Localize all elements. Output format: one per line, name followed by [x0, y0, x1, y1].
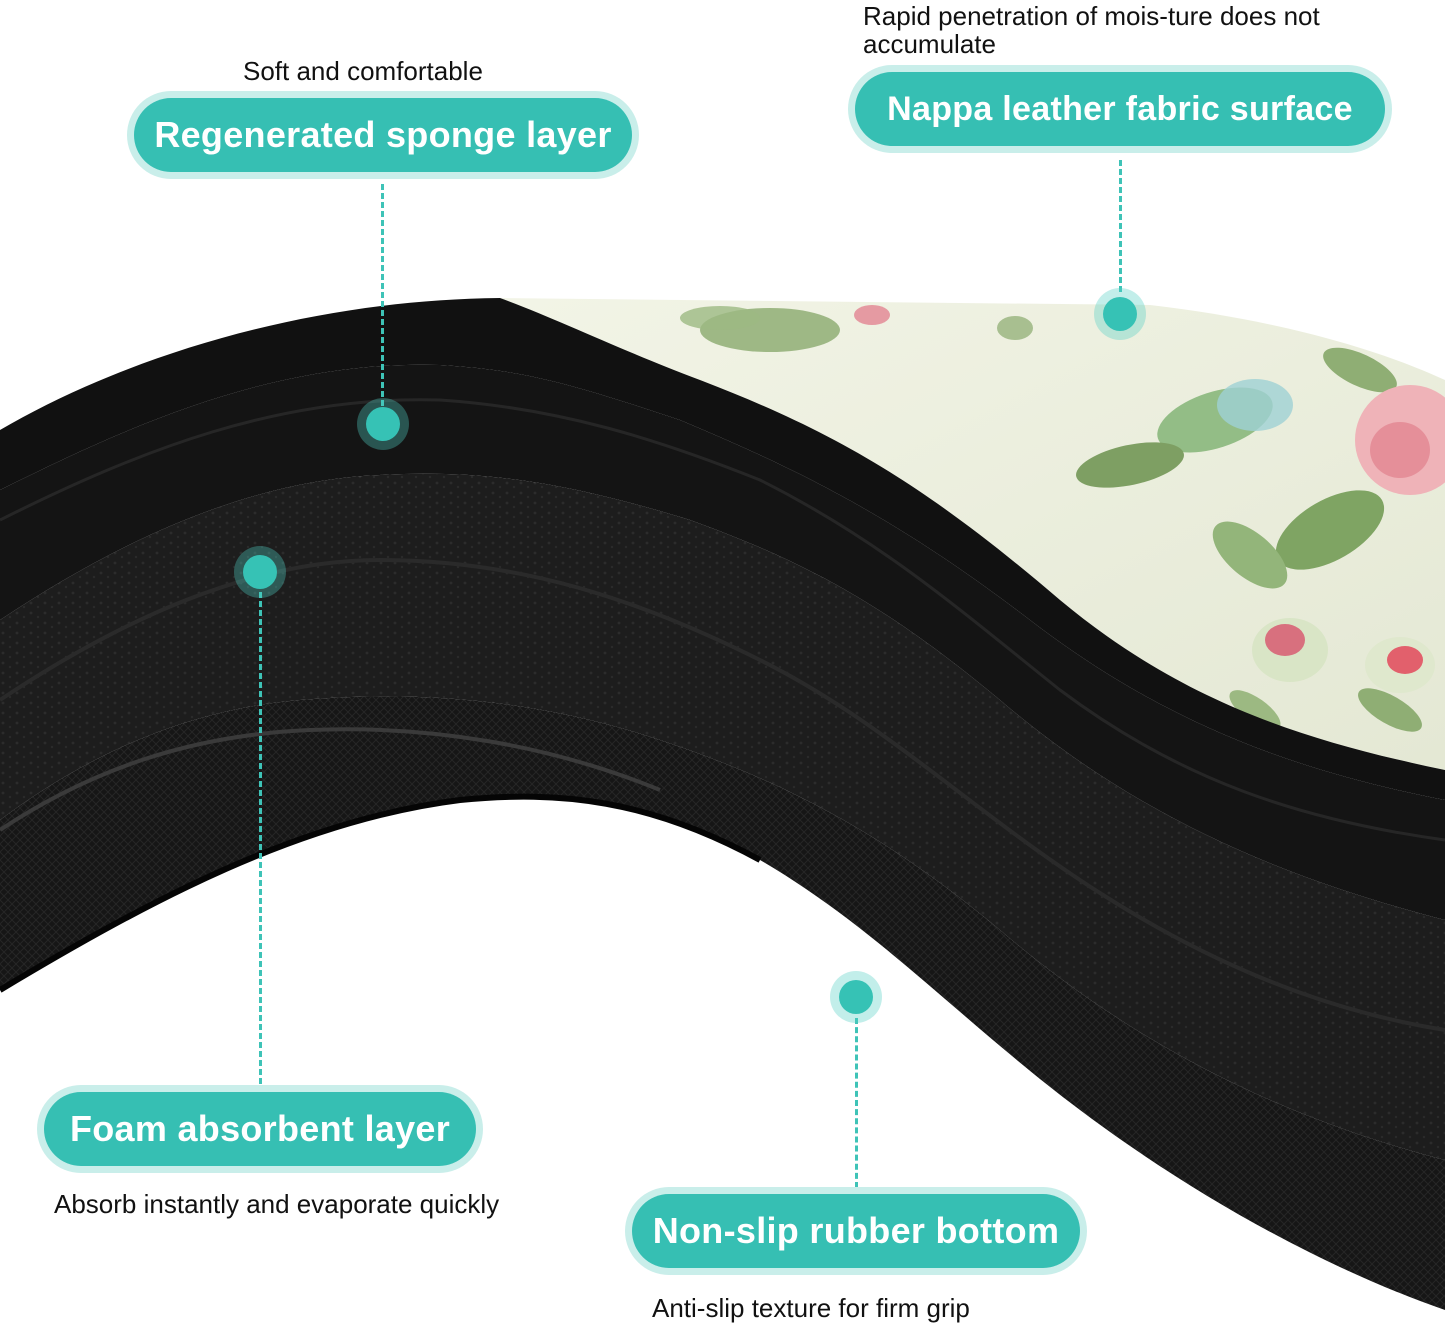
nappa-caption: Rapid penetration of mois-ture does not …: [863, 1, 1320, 59]
foam-label-badge: Foam absorbent layer: [44, 1092, 476, 1166]
foam-caption: Absorb instantly and evaporate quickly: [54, 1189, 500, 1219]
rubber-caption: Anti-slip texture for firm grip: [652, 1293, 970, 1323]
foam-leader-line: [259, 592, 262, 1084]
sponge-leader-line: [381, 184, 384, 406]
foam-layer: [0, 473, 1445, 1160]
sponge-caption: Soft and comfortable: [243, 56, 483, 86]
nappa-leader-line: [1119, 160, 1122, 292]
rubber-leader-line: [855, 1018, 858, 1188]
rubber-marker-dot: [839, 980, 873, 1014]
nappa-marker-dot: [1103, 297, 1137, 331]
sponge-marker-dot: [366, 407, 400, 441]
foam-marker-dot: [243, 555, 277, 589]
rubber-label-badge: Non-slip rubber bottom: [632, 1194, 1080, 1268]
nappa-label-badge: Nappa leather fabric surface: [855, 72, 1385, 146]
sponge-layer: [0, 364, 1445, 920]
sponge-label-badge: Regenerated sponge layer: [134, 98, 632, 172]
floral-print: [680, 305, 1445, 732]
